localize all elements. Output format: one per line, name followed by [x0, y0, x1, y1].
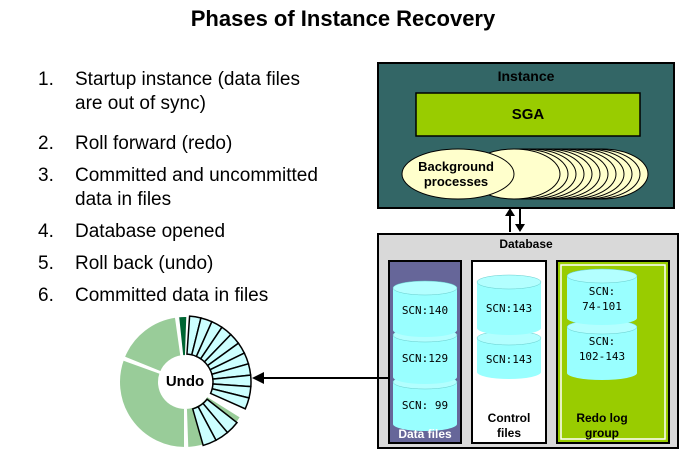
phase-text: Database opened — [75, 221, 226, 242]
slide-title: Phases of Instance Recovery — [190, 6, 496, 31]
scn-label: SCN: — [589, 285, 616, 298]
control-file-cylinder: SCN:143 — [476, 330, 542, 379]
undo-extent — [118, 358, 186, 450]
control-files-label-line1: Control — [488, 411, 531, 425]
scn-label: 74-101 — [582, 300, 622, 313]
instance-panel: Instance SGA Background processes — [377, 62, 675, 209]
phase-number: 1. — [38, 69, 54, 90]
data-files-label: Data files — [398, 427, 452, 441]
phase-number: 4. — [38, 221, 54, 242]
scn-label: SCN: — [589, 335, 616, 348]
redo-log-cylinder: SCN: 102-143 — [566, 319, 638, 380]
scn-label: SCN: 99 — [402, 399, 448, 412]
redo-log-label-line1: Redo log — [576, 411, 627, 425]
undo-segment — [209, 387, 250, 410]
control-file-cylinder: SCN:143 — [476, 274, 542, 335]
phase-text: Committed data in files — [75, 285, 269, 306]
phase-number: 2. — [38, 133, 54, 154]
data-files: SCN: 99 SCN:129 SCN:140 Data files — [388, 260, 462, 444]
scn-label: SCN:143 — [486, 353, 532, 366]
data-file-cylinder: SCN:129 — [392, 327, 458, 384]
undo-active-extent — [177, 315, 189, 358]
undo-extent — [122, 315, 183, 374]
database-panel: Database SCN: 99 SCN:129 SCN:140 — [377, 233, 679, 449]
control-files-label-line2: files — [497, 426, 521, 440]
scn-label: 102-143 — [579, 350, 625, 363]
scn-label: SCN:140 — [402, 304, 448, 317]
bg-label-line2: processes — [424, 174, 488, 189]
sga-box: SGA — [415, 92, 641, 137]
phase-number: 5. — [38, 253, 54, 274]
redo-log-label-line2: group — [585, 426, 619, 440]
data-file-cylinder: SCN:140 — [392, 280, 458, 337]
control-files: SCN:143 SCN:143 Control files — [471, 260, 547, 444]
database-label: Database — [499, 237, 553, 251]
scn-label: SCN:129 — [402, 352, 448, 365]
phase-number: 3. — [38, 165, 54, 186]
phase-text: Roll forward (redo) — [75, 133, 233, 154]
undo-label: Undo — [166, 373, 204, 390]
instance-label: Instance — [498, 68, 555, 84]
undo-segment-ring — [118, 315, 252, 450]
background-processes: Background processes — [401, 148, 649, 200]
undo-segment — [191, 405, 217, 447]
bg-label-line1: Background — [418, 159, 494, 174]
database-to-undo-arrow — [252, 372, 388, 384]
redo-log-cylinder: SCN: 74-101 — [566, 268, 638, 325]
phase-number: 6. — [38, 285, 54, 306]
redo-log-group: SCN: 102-143 SCN: 74-101 Redo log group — [556, 260, 670, 444]
sga-label: SGA — [512, 106, 545, 123]
phase-text: Roll back (undo) — [75, 253, 214, 274]
scn-label: SCN:143 — [486, 302, 532, 315]
instance-database-arrows — [505, 208, 525, 232]
